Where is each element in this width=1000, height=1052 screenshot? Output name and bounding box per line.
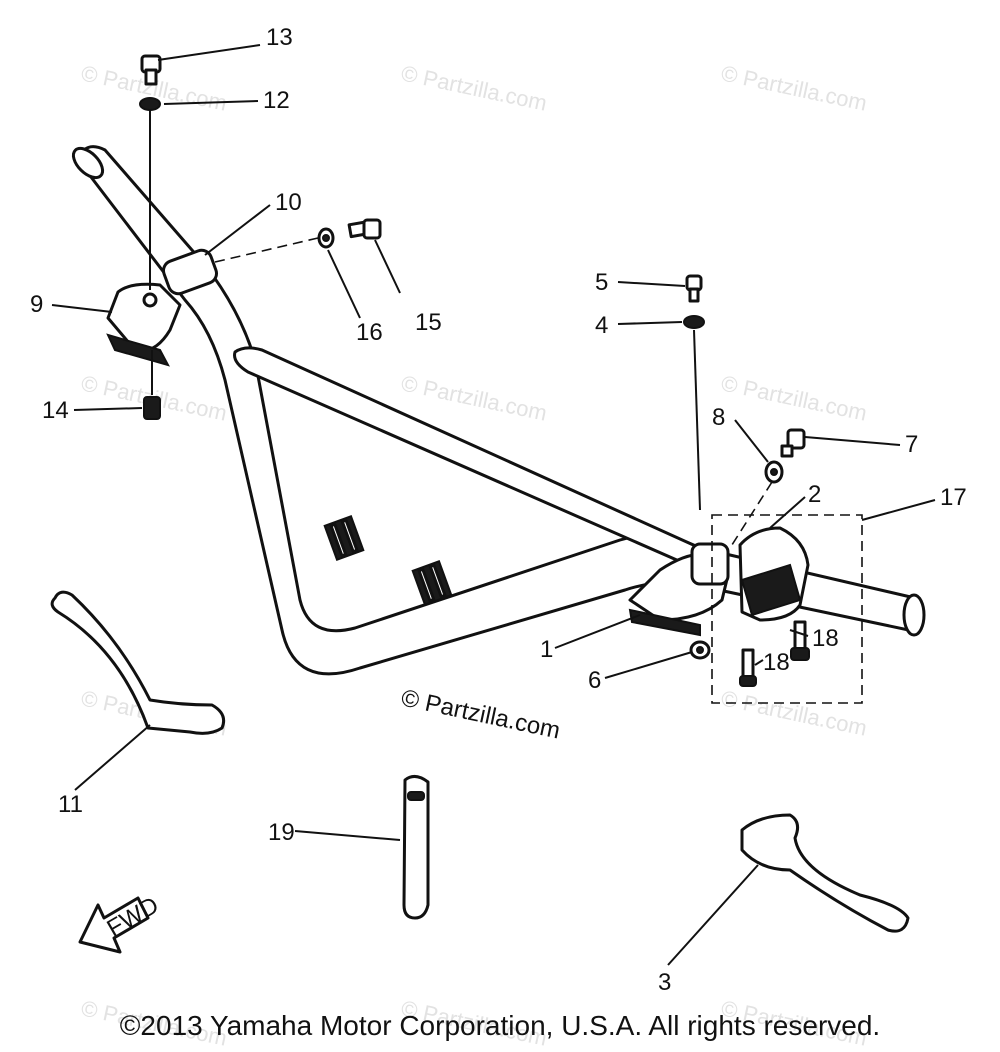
watermark-8: © Partzilla.com	[719, 685, 869, 740]
callout-6: 6	[588, 667, 601, 694]
watermark-6: © Partzilla.com	[719, 370, 869, 425]
center-watermark: © Partzilla.com	[399, 684, 563, 744]
switch-screws	[739, 620, 810, 687]
callout-14: 14	[42, 397, 69, 424]
handlebar-grip-bands	[323, 515, 453, 606]
clutch-lever	[50, 590, 226, 735]
callout-12: 12	[263, 87, 290, 114]
watermark-3: © Partzilla.com	[719, 60, 869, 115]
handlebar-end	[902, 593, 926, 637]
callout-18-left: 18	[763, 649, 790, 676]
callout-1: 1	[540, 636, 553, 663]
switch-assembly-outline	[711, 514, 863, 704]
callouts: 13 12 10 9 14 16 15 5 4 8 7 2 17 1 6 18 …	[30, 24, 967, 996]
callout-15: 15	[415, 309, 442, 336]
callout-4: 4	[595, 312, 608, 339]
callout-18-right: 18	[812, 625, 839, 652]
callout-9: 9	[30, 291, 43, 318]
handlebar-cross-brace	[233, 346, 702, 570]
callout-10: 10	[275, 189, 302, 216]
handlebar-left-end	[71, 146, 105, 180]
watermark-2: © Partzilla.com	[399, 60, 549, 115]
handlebar	[71, 145, 926, 676]
callout-2: 2	[808, 481, 821, 508]
callout-11: 11	[58, 791, 83, 818]
callout-8: 8	[712, 404, 725, 431]
callout-3: 3	[658, 969, 671, 996]
callout-13: 13	[266, 24, 293, 51]
callout-7: 7	[905, 431, 918, 458]
hardware	[139, 54, 806, 660]
callout-19: 19	[268, 819, 295, 846]
leader-lines	[51, 44, 936, 966]
callout-16: 16	[356, 319, 383, 346]
callout-17: 17	[940, 484, 967, 511]
brake-lever	[740, 813, 910, 933]
handlebar-switch	[711, 514, 863, 704]
lever-holder-right	[628, 542, 730, 637]
watermark-5: © Partzilla.com	[399, 370, 549, 425]
callout-5: 5	[595, 269, 608, 296]
copyright-notice: ©2013 Yamaha Motor Corporation, U.S.A. A…	[119, 1010, 881, 1041]
fwd-arrow: FWD	[78, 892, 163, 954]
cable-band	[402, 775, 430, 920]
clamp-left	[162, 248, 218, 296]
